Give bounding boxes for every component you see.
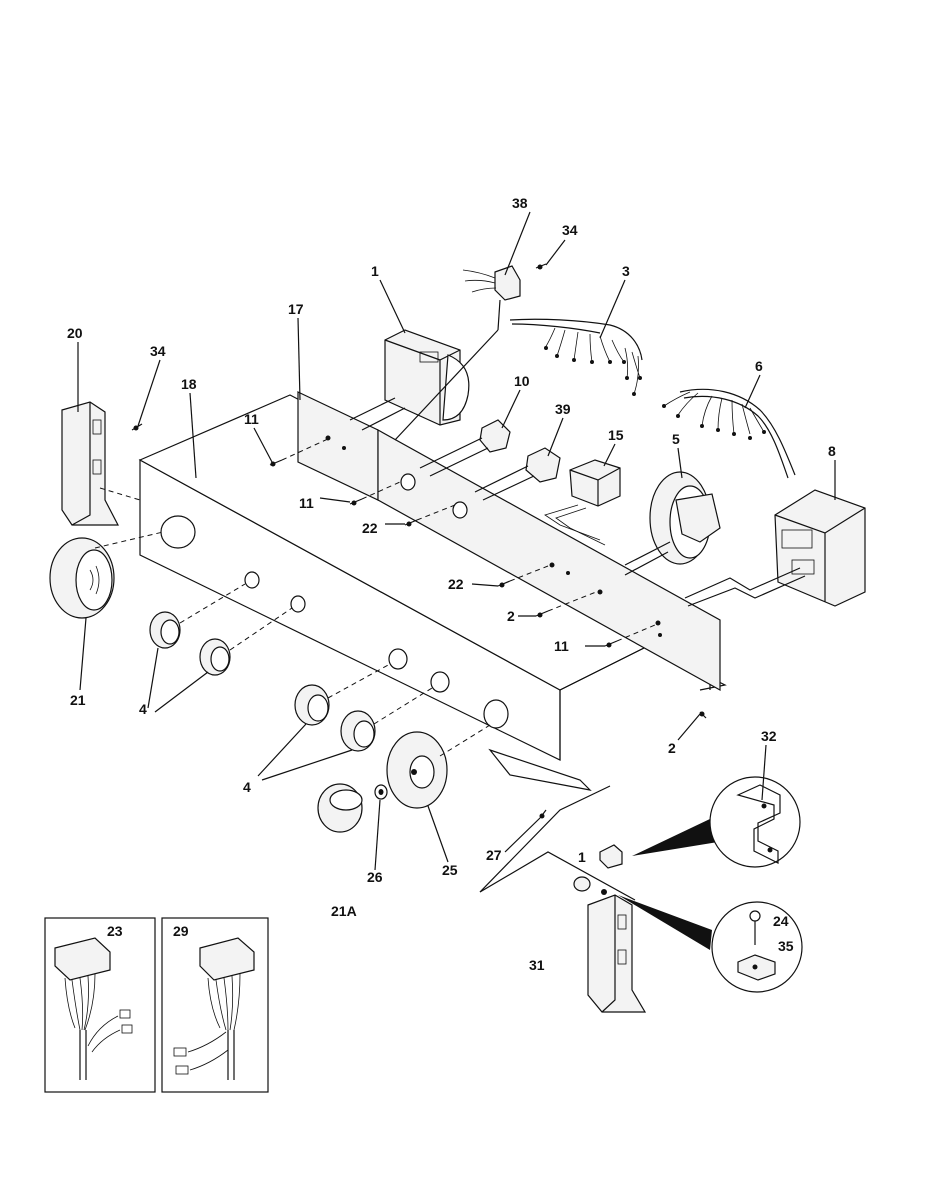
switch-38 [394,265,521,441]
rear-bracket [297,391,721,692]
callout-21: 21 [70,692,86,708]
callout-23: 23 [107,923,123,939]
knob-dashed-lines [94,531,433,725]
control-module-8 [684,489,866,607]
callout-39: 39 [555,401,571,417]
washer-26 [374,784,388,800]
dial-25 [386,724,491,809]
callout-31: 31 [529,957,545,973]
callout-3: 3 [622,263,630,279]
callout-29: 29 [173,923,189,939]
callout-11-a: 11 [244,411,259,427]
screw-bottom [573,876,607,895]
callout-2-b: 2 [668,740,676,756]
callout-27: 27 [486,847,502,863]
callout-26: 26 [367,869,383,885]
knob-cap [317,783,363,833]
callout-25: 25 [442,862,458,878]
callout-11-c: 11 [554,638,569,654]
callout-1-timer: 1 [371,263,379,279]
callout-6: 6 [755,358,763,374]
control-panel [138,394,727,791]
callout-4-a: 4 [139,701,147,717]
detail-circle-32 [632,776,801,868]
console-end-31 [479,785,647,1013]
callout-2-a: 2 [507,608,515,624]
harness-6 [662,388,796,479]
knob-4-c [294,684,330,726]
screws [269,437,707,819]
callout-34-left: 34 [150,343,166,359]
callout-4-b: 4 [243,779,251,795]
knob-4-b [199,638,231,676]
switch-39 [474,447,561,501]
callout-5: 5 [672,431,680,447]
callout-1-clip: 1 [578,849,586,865]
inset-29 [161,917,269,1093]
callout-11-b: 11 [299,495,314,511]
callout-18: 18 [181,376,197,392]
screw-34-left [131,423,143,431]
callout-24: 24 [773,913,789,929]
callout-10: 10 [514,373,530,389]
pressure-switch-5 [624,471,721,576]
leader-lines [77,211,836,871]
switch-15 [544,459,621,546]
callout-22-a: 22 [362,520,378,536]
knob-4-d [340,710,376,752]
callout-34-top: 34 [562,222,578,238]
callout-38: 38 [512,195,528,211]
clip-1 [599,844,623,869]
knob-21 [49,537,115,619]
callout-15: 15 [608,427,624,443]
timer [349,329,470,431]
callout-22-b: 22 [448,576,464,592]
screw-34-top [535,263,547,270]
callout-8: 8 [828,443,836,459]
callout-32: 32 [761,728,777,744]
callout-21A: 21A [331,903,357,919]
callout-17: 17 [288,301,304,317]
console-end-20 [61,401,141,526]
detail-circle-24-35 [618,895,803,993]
callout-20: 20 [67,325,83,341]
inset-23 [44,917,156,1093]
callout-35: 35 [778,938,794,954]
harness-3 [509,318,643,396]
knob-4-a [149,611,181,649]
callouts: 1 38 34 3 17 20 34 6 10 18 39 11 15 5 8 … [67,195,836,973]
